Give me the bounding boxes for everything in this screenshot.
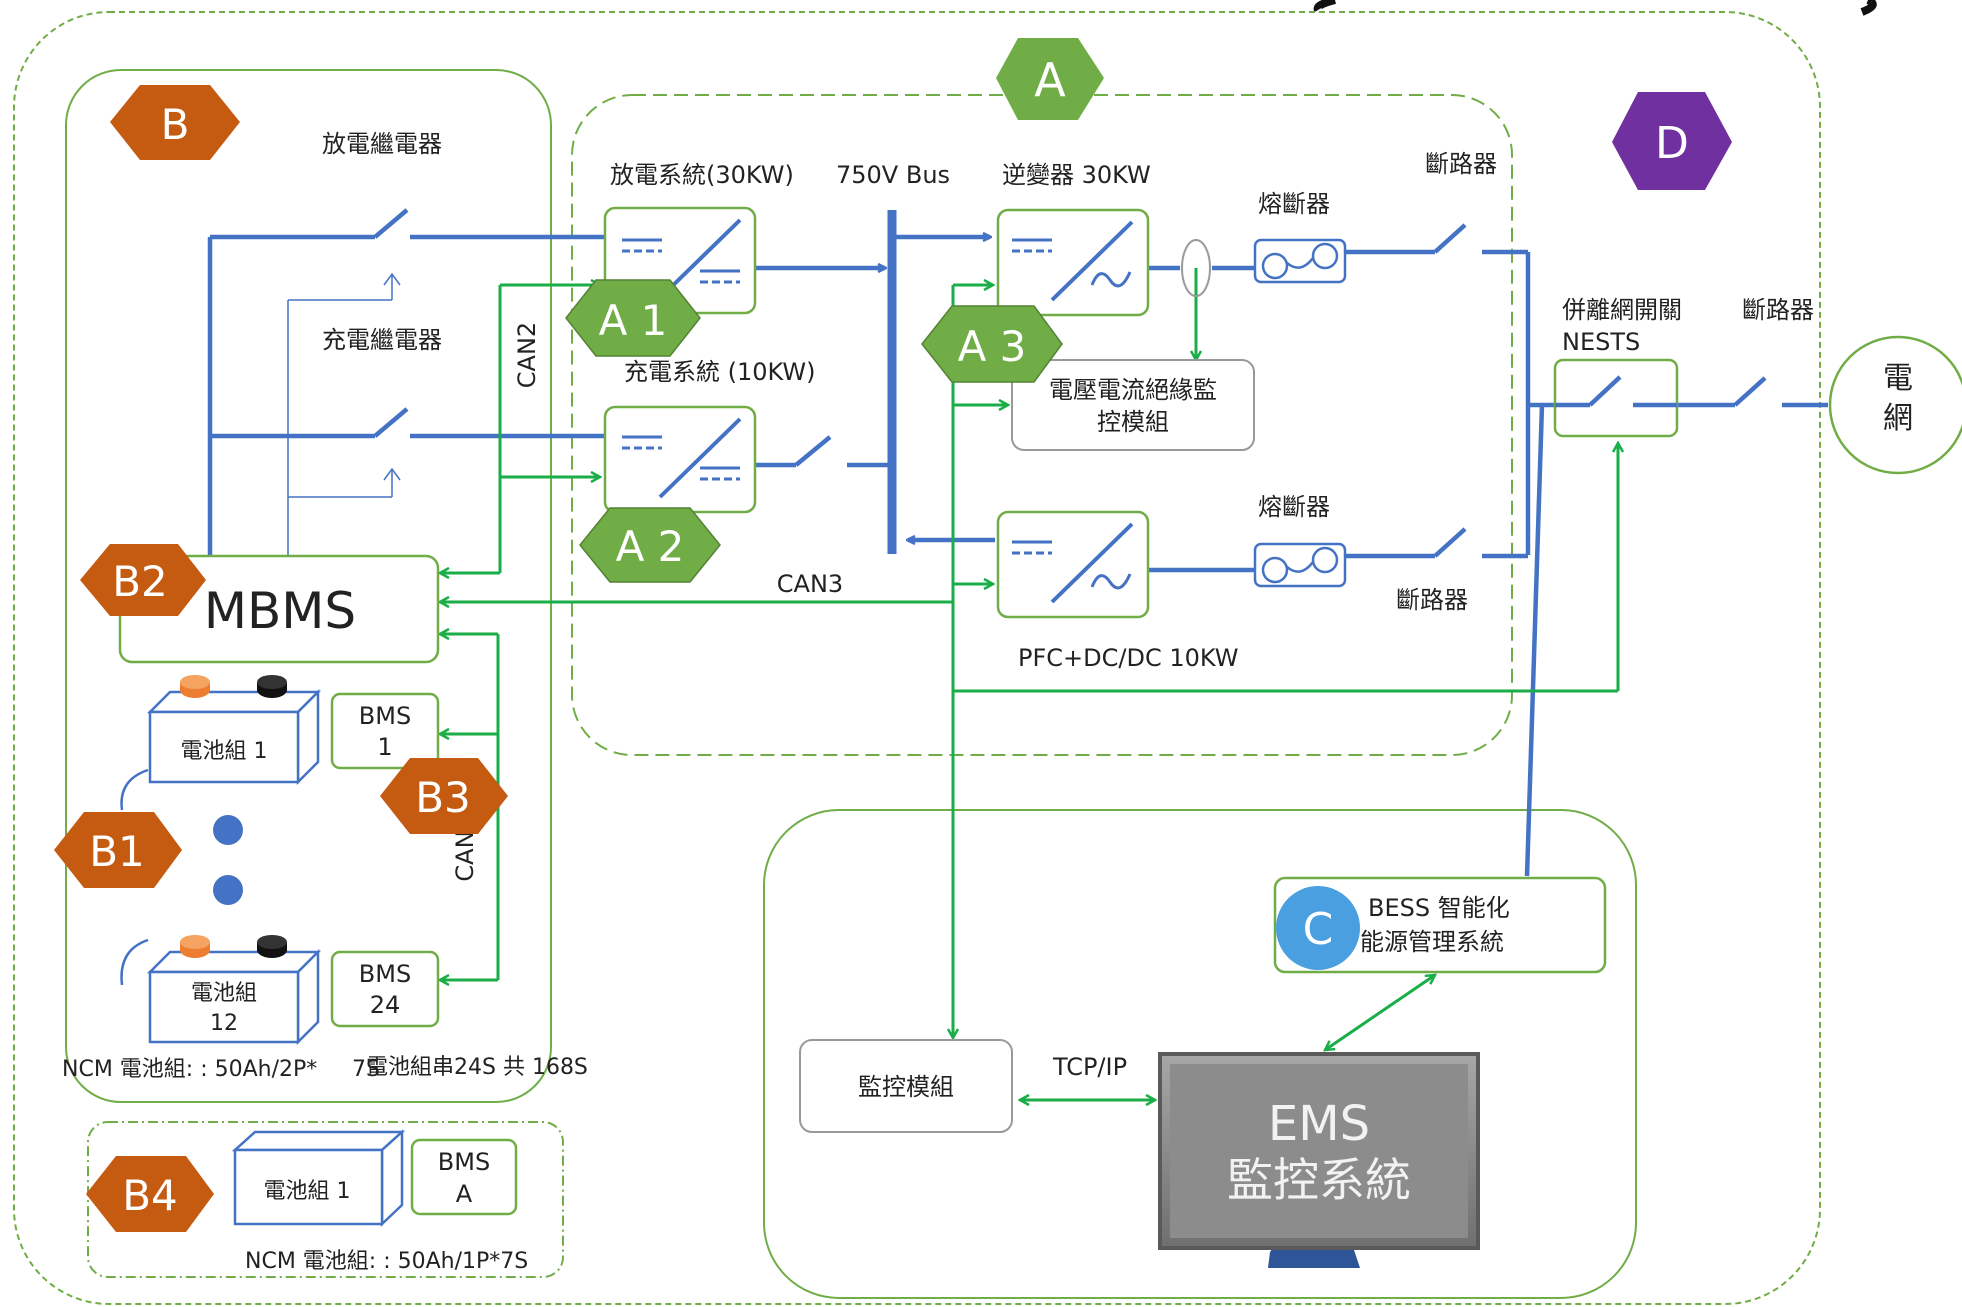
svg-text:A 2: A 2 xyxy=(616,522,685,571)
group-B-border xyxy=(65,69,552,1103)
ncm-series-spec: 電池組串24S 共 168S xyxy=(366,1055,588,1080)
bms-24-line1: BMS xyxy=(359,960,411,988)
svg-text:B4: B4 xyxy=(122,1171,178,1220)
bms-1-line2: 1 xyxy=(377,733,392,761)
grid-circle xyxy=(1828,335,1962,475)
breaker-grid-label: 斷路器 xyxy=(1742,296,1814,324)
badge-D: D xyxy=(1612,92,1732,190)
bus-label: 750V Bus xyxy=(836,161,950,189)
group-B4-border xyxy=(87,1121,564,1278)
bms-1-box xyxy=(330,692,440,770)
can3-label: CAN3 xyxy=(777,570,843,598)
power-lines xyxy=(207,208,1828,877)
bess-line1: BESS 智能化 xyxy=(1368,894,1510,922)
grid-label-line2: 網 xyxy=(1883,401,1913,436)
ellipsis-dot-1 xyxy=(213,815,243,845)
monitor-module-line2: 控模組 xyxy=(1097,408,1169,436)
bess-box xyxy=(1273,876,1607,974)
monitor-module-line1: 電壓電流絕緣監 xyxy=(1049,376,1217,404)
ems-line2: 監控系統 xyxy=(1227,1153,1411,1207)
svg-text:C: C xyxy=(1303,904,1334,955)
relay-control-lines xyxy=(287,272,401,555)
discharge-relay-label: 放電繼電器 xyxy=(322,130,442,158)
fuse-top-label: 熔斷器 xyxy=(1258,190,1330,218)
cropped-bracket-right xyxy=(1860,0,1877,16)
badge-B: B xyxy=(110,85,240,160)
svg-text:B: B xyxy=(161,100,190,149)
cropped-bracket-left xyxy=(1313,0,1337,13)
voltage-current-monitor-box xyxy=(1011,359,1255,451)
battery-pack-1 xyxy=(146,675,322,786)
badge-B1: B1 xyxy=(54,812,182,888)
battery-pack-b4 xyxy=(231,1129,406,1227)
svg-text:B1: B1 xyxy=(89,827,145,876)
grid-switch-box xyxy=(1553,358,1679,438)
battery-1-label: 電池組 1 xyxy=(181,739,268,764)
svg-text:B2: B2 xyxy=(112,557,168,606)
fuse-top-icon xyxy=(1253,238,1347,284)
badge-B4: B4 xyxy=(86,1156,214,1232)
badge-B2: B2 xyxy=(80,544,206,616)
bms-a-box xyxy=(410,1138,518,1216)
fuse-bottom-icon xyxy=(1253,542,1347,588)
discharge-system-label: 放電系統(30KW) xyxy=(610,161,794,189)
charge-system-label: 充電系統 (10KW) xyxy=(624,358,816,386)
monitor-module-label: 監控模組 xyxy=(858,1073,954,1101)
series-link-top xyxy=(120,768,149,811)
bms-a-line2: A xyxy=(456,1180,473,1208)
tcpip-label: TCP/IP xyxy=(1052,1053,1127,1081)
group-D-border xyxy=(13,11,1821,1305)
fuse-bottom-label: 熔斷器 xyxy=(1258,493,1330,521)
bess-line2: 能源管理系統 xyxy=(1360,928,1504,956)
ems-line1: EMS xyxy=(1268,1096,1370,1152)
monitor-module-box xyxy=(799,1039,1013,1133)
can2-label: CAN2 xyxy=(513,322,541,388)
ncm-b4-spec: NCM 電池組: : 50Ah/1P*7S xyxy=(245,1249,528,1274)
battery-b4-label: 電池組 1 xyxy=(264,1179,351,1204)
ellipsis-dot-2 xyxy=(213,875,243,905)
bms-a-line1: BMS xyxy=(438,1148,490,1176)
svg-text:A: A xyxy=(1034,53,1066,107)
bms-24-box xyxy=(330,950,440,1028)
charge-converter xyxy=(603,405,757,514)
pfc-label: PFC+DC/DC 10KW xyxy=(1018,644,1239,672)
ncm-main-spec: NCM 電池組: : 50Ah/2P* xyxy=(62,1057,317,1082)
ncm-main-spec-tail: 7S xyxy=(352,1057,380,1082)
svg-text:B3: B3 xyxy=(415,773,471,822)
ems-monitor-icon xyxy=(1158,1052,1480,1268)
badge-C: C xyxy=(1276,886,1360,970)
mbms-label: MBMS xyxy=(204,582,356,640)
grid-switch-line1: 併離網開關 xyxy=(1562,296,1682,324)
badge-B3: B3 xyxy=(380,758,508,834)
bms-24-line2: 24 xyxy=(370,991,401,1019)
charge-relay-label: 充電繼電器 xyxy=(322,326,442,354)
series-link-bottom xyxy=(120,938,149,986)
svg-text:A 3: A 3 xyxy=(958,322,1027,371)
pfc-converter xyxy=(996,510,1150,619)
badge-A1: A 1 xyxy=(565,279,701,357)
badge-A2: A 2 xyxy=(579,507,721,583)
grid-label-line1: 電 xyxy=(1883,361,1913,396)
badge-A: A xyxy=(996,38,1104,120)
svg-text:D: D xyxy=(1655,118,1689,169)
inverter-label: 逆變器 30KW xyxy=(1002,161,1151,189)
grid-switch-line2: NESTS xyxy=(1562,328,1640,356)
battery-12-label-line2: 12 xyxy=(210,1011,238,1036)
group-C-border xyxy=(763,809,1637,1299)
battery-12-label-line1: 電池組 xyxy=(191,981,257,1006)
svg-text:A 1: A 1 xyxy=(599,296,668,345)
inverter-converter xyxy=(996,208,1150,317)
current-sensor-icon xyxy=(1181,239,1211,297)
breaker-top-label: 斷路器 xyxy=(1425,150,1497,178)
battery-pack-12 xyxy=(146,935,322,1046)
bms-1-line1: BMS xyxy=(359,702,411,730)
breaker-bottom-label: 斷路器 xyxy=(1396,586,1468,614)
badge-A3: A 3 xyxy=(921,305,1063,383)
can1-label: CAN xyxy=(451,830,479,881)
